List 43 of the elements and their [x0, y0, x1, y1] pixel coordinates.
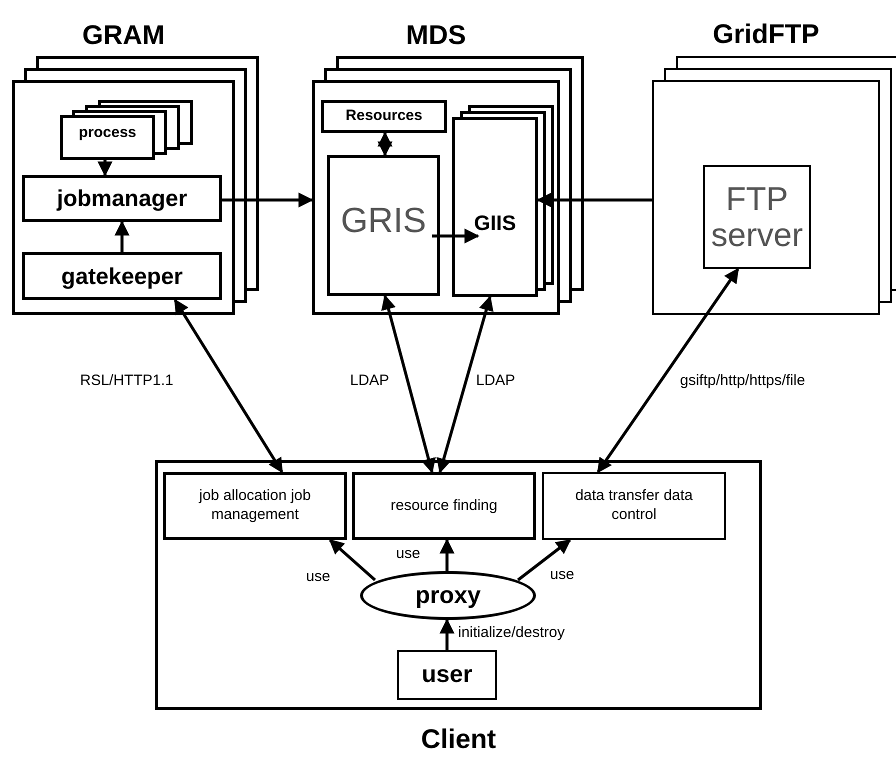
component-title: GridFTP [712, 18, 820, 51]
component-title: GRAM [81, 19, 166, 52]
arrow [98, 160, 112, 176]
function-box [542, 472, 726, 540]
service-box [452, 117, 538, 297]
edge-label: gsiftp/http/https/file [678, 372, 808, 391]
node-label: data transfer data control [574, 487, 694, 525]
user-box [397, 650, 497, 700]
node-label: GIIS [472, 211, 517, 237]
arrow [114, 220, 130, 252]
process-box [22, 175, 222, 222]
service-box [327, 155, 440, 296]
node-label: jobmanager [56, 184, 188, 214]
arrow [381, 294, 436, 474]
node-label: FTP server [710, 180, 804, 254]
process-box [60, 115, 155, 160]
edge-label: initialize/destroy [456, 624, 567, 643]
node-label: GRIS [340, 200, 428, 242]
arrow [174, 298, 284, 474]
component-title: Client [420, 722, 497, 756]
arrow [517, 538, 572, 582]
arrow [596, 268, 740, 474]
component-title: MDS [405, 19, 467, 52]
node-label: job allocation job management [198, 487, 312, 525]
arrow [378, 132, 392, 156]
node-label: Resources [344, 106, 424, 126]
server-box [703, 165, 811, 269]
arrow [432, 228, 480, 244]
node-label: process [78, 123, 138, 143]
node-label: resource finding [390, 496, 498, 516]
node-label: proxy [414, 580, 482, 610]
node-label: user [420, 660, 474, 690]
function-box [163, 472, 347, 540]
node-label: gatekeeper [60, 262, 184, 291]
service-box [321, 100, 447, 133]
function-box [352, 472, 536, 540]
arrow [436, 296, 494, 474]
arrow [536, 192, 652, 208]
arrow [440, 538, 454, 571]
arrow [222, 192, 314, 208]
arrow [328, 538, 376, 582]
arrow [440, 618, 454, 650]
process-box [22, 252, 222, 300]
